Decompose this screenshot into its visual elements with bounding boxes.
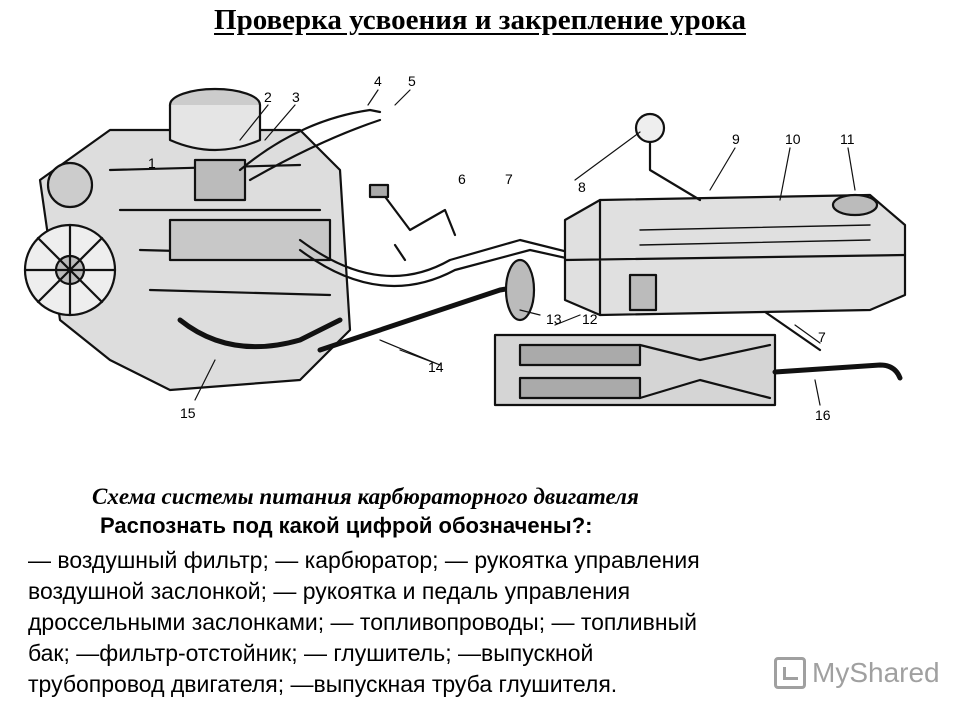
carburetor <box>193 158 247 202</box>
callout-13: 13 <box>546 311 562 327</box>
diagram-caption: Схема системы питания карбюраторного дви… <box>92 484 639 509</box>
watermark: MyShared <box>774 657 940 689</box>
callout-3: 3 <box>292 89 300 105</box>
callout-7b: 7 <box>818 329 826 345</box>
question-text: Распознать под какой цифрой обозначены?: <box>100 513 593 538</box>
answer-line: воздушной заслонкой; — рукоятка и педаль… <box>28 578 631 604</box>
watermark-text: MyShared <box>812 657 940 688</box>
callout-7: 7 <box>505 171 513 187</box>
fuel-line <box>298 238 822 352</box>
callout-8: 8 <box>578 179 586 195</box>
answer-line: — воздушный фильтр; — карбюратор; — руко… <box>28 547 700 573</box>
callout-11: 11 <box>840 131 855 147</box>
muffler <box>493 333 777 407</box>
answer-line: дроссельными заслонками; — топливопровод… <box>28 609 697 635</box>
callout-1: 1 <box>148 155 156 171</box>
exhaust-manifold <box>177 317 343 350</box>
callout-9: 9 <box>732 131 740 147</box>
sediment-filter <box>628 273 658 312</box>
fuel-gauge <box>634 112 666 144</box>
callout-14: 14 <box>428 359 444 375</box>
callout-6: 6 <box>458 171 466 187</box>
answer-line: бак; —фильтр-отстойник; — глушитель; —вы… <box>28 640 594 666</box>
callout-4: 4 <box>374 73 382 89</box>
callout-15: 15 <box>180 405 196 421</box>
callout-12: 12 <box>582 311 598 327</box>
tail-pipe <box>772 362 903 381</box>
page-title: Проверка усвоения и закрепление урока <box>214 4 746 36</box>
callout-2: 2 <box>264 89 272 105</box>
pedal <box>378 188 457 262</box>
callout-16: 16 <box>815 407 831 423</box>
callout-5: 5 <box>408 73 416 89</box>
callout-10: 10 <box>785 131 801 147</box>
answer-line: трубопровод двигателя; —выпускная труба … <box>28 671 618 697</box>
fuel-system-diagram: 1 2 3 4 5 6 7 8 9 10 11 7 12 13 14 15 16 <box>23 73 907 423</box>
answer-block: — воздушный фильтр; — карбюратор; — руко… <box>28 545 918 700</box>
myshared-logo-icon <box>774 657 806 689</box>
